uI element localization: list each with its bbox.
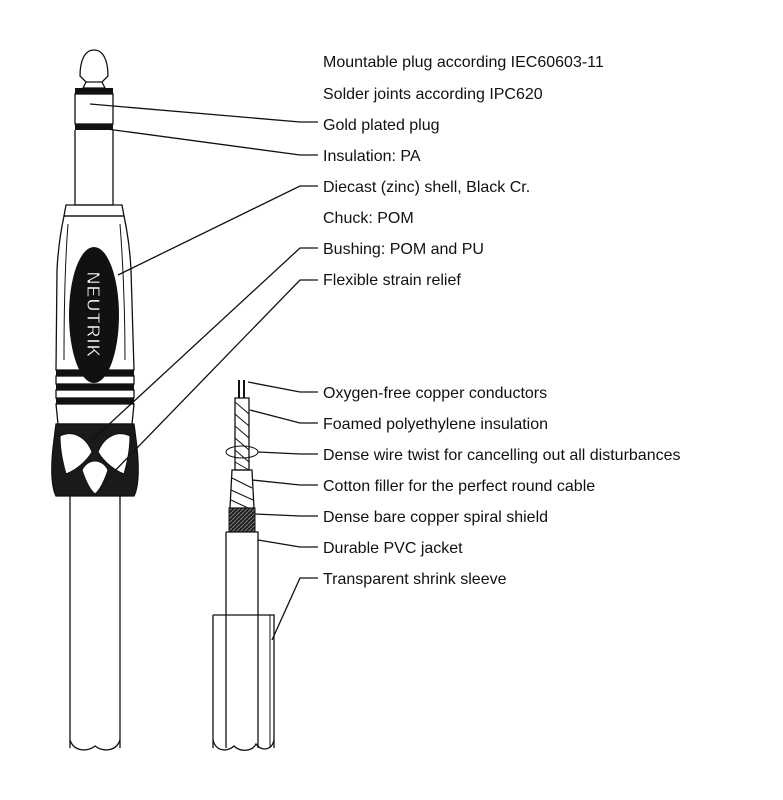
- twisted-pair: [234, 397, 250, 471]
- plug-cable-end: [69, 739, 121, 751]
- label-pvc: Durable PVC jacket: [323, 540, 463, 557]
- label-sleeve: Transparent shrink sleeve: [323, 571, 507, 588]
- twist-lines: [234, 401, 250, 471]
- leader-insulation-pa: [91, 126, 318, 156]
- brand-oval: [69, 247, 119, 383]
- label-conductors: Oxygen-free copper conductors: [323, 385, 547, 402]
- plug-cable: [69, 496, 121, 748]
- label-twist: Dense wire twist for cancelling out all …: [323, 447, 681, 464]
- leader-bushing: [91, 247, 318, 441]
- brand-text: NEUTRIK: [83, 272, 103, 359]
- filler-hatch: [230, 477, 254, 509]
- leader-pvc: [257, 539, 318, 548]
- label-solder: Solder joints according IPC620: [323, 86, 543, 103]
- label-diecast: Diecast (zinc) shell, Black Cr.: [323, 179, 530, 196]
- cable-end: [212, 739, 275, 751]
- leader-sleeve: [271, 577, 318, 641]
- leader-twist: [257, 451, 318, 455]
- label-shield: Dense bare copper spiral shield: [323, 509, 548, 526]
- leader-shield: [254, 513, 318, 517]
- bushing-claw-left: [59, 433, 93, 475]
- label-strain: Flexible strain relief: [323, 272, 461, 289]
- leader-cotton: [251, 479, 318, 486]
- leader-conductors: [247, 381, 318, 393]
- spiral-shield: [228, 507, 256, 533]
- plug-sleeve: [74, 130, 114, 206]
- bushing-claw-center: [81, 460, 109, 495]
- leader-foamed: [249, 409, 318, 424]
- leader-gold: [89, 103, 318, 123]
- plug-ring: [74, 93, 114, 125]
- label-gold: Gold plated plug: [323, 117, 440, 134]
- label-mountable: Mountable plug according IEC60603-11: [323, 54, 604, 71]
- label-insulation-pa: Insulation: PA: [323, 148, 421, 165]
- plug-tip-neck: [81, 81, 107, 89]
- jack-plug: NEUTRIK: [51, 49, 139, 751]
- plug-tip: [79, 49, 109, 83]
- plug-collar: [63, 204, 125, 217]
- label-foamed: Foamed polyethylene insulation: [323, 416, 548, 433]
- label-bushing: Bushing: POM and PU: [323, 241, 484, 258]
- label-chuck: Chuck: POM: [323, 210, 414, 227]
- leader-lines: [89, 103, 318, 641]
- pvc-jacket: [225, 531, 259, 748]
- cable-section: [212, 380, 275, 751]
- labels: Mountable plug according IEC60603-11 Sol…: [323, 54, 681, 588]
- shrink-sleeve: [212, 614, 275, 748]
- leader-diecast: [117, 185, 318, 276]
- insulation-ring-1: [75, 88, 113, 94]
- shell-inner-contour: [63, 223, 126, 361]
- leader-strain: [103, 279, 318, 483]
- cotton-filler: [229, 469, 255, 509]
- label-cotton: Cotton filler for the perfect round cabl…: [323, 478, 595, 495]
